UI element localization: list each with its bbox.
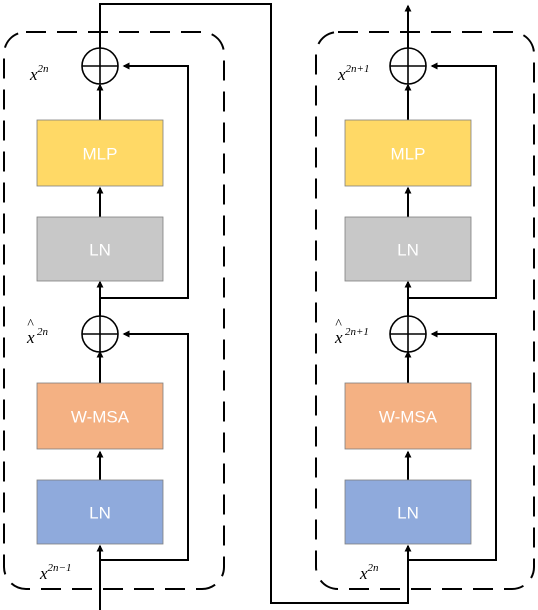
- left-ln-top-label: LN: [89, 241, 111, 260]
- svg-text:x: x: [334, 328, 343, 347]
- right-residual-path-1: [408, 330, 497, 561]
- left-ln-bottom-block: LN: [36, 479, 164, 545]
- right-residual-path-2: [408, 62, 497, 299]
- right-ln-bottom-label: LN: [397, 504, 419, 523]
- right-ln-top-block: LN: [344, 216, 472, 282]
- right-mlp-label: MLP: [391, 145, 426, 164]
- left-wmsa-label: W-MSA: [71, 408, 130, 427]
- right-ln-bottom-block: LN: [344, 479, 472, 545]
- right-input-label: x2n: [359, 562, 379, 583]
- right-ln-top-label: LN: [397, 241, 419, 260]
- right-output-label: x2n+1: [337, 63, 369, 84]
- left-bottom-sum-icon: [81, 315, 119, 353]
- svg-text:x: x: [26, 328, 35, 347]
- svg-text:^: ^: [335, 317, 342, 332]
- left-output-label: x2n: [29, 63, 49, 84]
- left-block-boundary: [3, 31, 225, 590]
- right-mlp-block: MLP: [344, 119, 472, 187]
- right-bottom-sum-icon: [389, 315, 427, 353]
- svg-text:2n+1: 2n+1: [345, 326, 369, 338]
- right-wmsa-block: W-MSA: [344, 382, 472, 450]
- left-input-label: x2n−1: [39, 562, 71, 583]
- left-top-sum-icon: [81, 47, 119, 85]
- left-wmsa-block: W-MSA: [36, 382, 164, 450]
- svg-text:^: ^: [27, 317, 34, 332]
- left-ln-bottom-label: LN: [89, 504, 111, 523]
- left-ln-top-block: LN: [36, 216, 164, 282]
- left-intermediate-label: x ^ 2n: [26, 317, 49, 347]
- left-residual-path-2: [100, 62, 189, 299]
- right-wmsa-label: W-MSA: [379, 408, 438, 427]
- svg-text:2n: 2n: [37, 326, 49, 338]
- left-residual-path-1: [100, 330, 189, 561]
- right-intermediate-label: x ^ 2n+1: [334, 317, 369, 347]
- left-mlp-block: MLP: [36, 119, 164, 187]
- right-block-boundary: [315, 31, 535, 590]
- inter-block-connector: [99, 3, 412, 604]
- right-top-sum-icon: [389, 47, 427, 85]
- left-mlp-label: MLP: [83, 145, 118, 164]
